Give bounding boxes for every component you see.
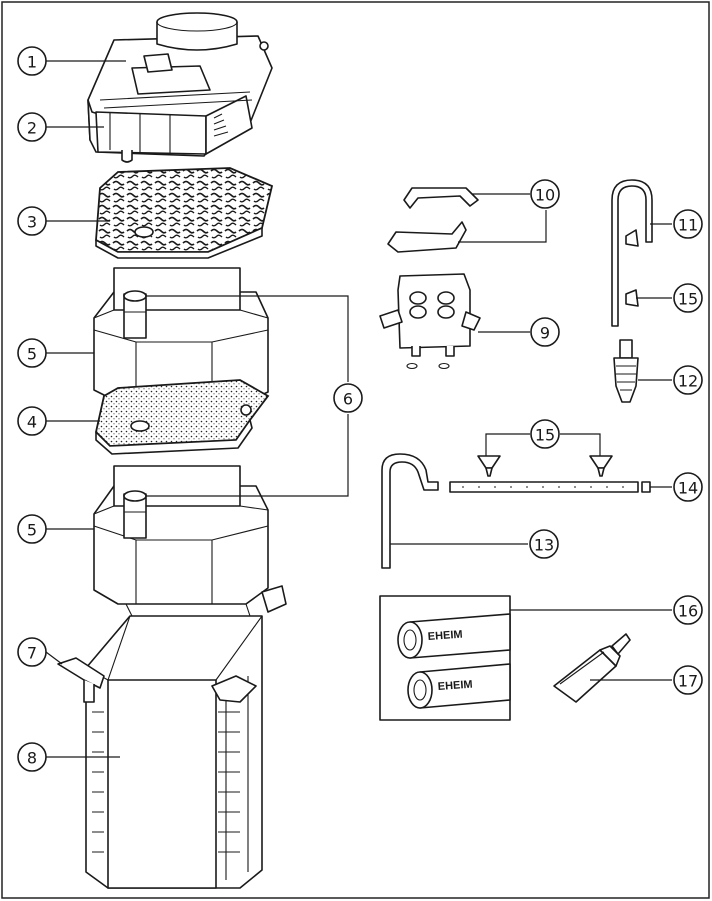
callout-4: 4 (17, 406, 47, 436)
intake-pipe-part (611, 179, 653, 327)
spray-bar-part (449, 455, 651, 493)
callout-3: 3 (17, 206, 47, 236)
callout-circle (673, 595, 703, 625)
callout-circle (17, 206, 47, 236)
media-basket-upper (93, 267, 269, 403)
callout-circle (17, 46, 47, 76)
pump-head-part (87, 12, 273, 163)
callout-number: 4 (27, 413, 37, 432)
callout-5: 5 (17, 338, 47, 368)
callout-number: 15 (678, 290, 698, 309)
callout-number: 9 (540, 324, 550, 343)
callout-circle (673, 209, 703, 239)
callout-circle (17, 742, 47, 772)
latch-clip-right (211, 585, 287, 703)
leader-lines (45, 60, 672, 758)
dotted-pad-part (95, 379, 270, 455)
callout-number: 10 (535, 186, 555, 205)
callout-1: 1 (17, 46, 47, 76)
callout-9: 9 (530, 317, 560, 347)
callout-circle (673, 283, 703, 313)
callout-13: 13 (529, 529, 559, 559)
foam-pad-part (95, 167, 274, 259)
valve-block-part (379, 273, 481, 370)
callout-circle (333, 383, 363, 413)
callout-circle (17, 637, 47, 667)
callout-5: 5 (17, 514, 47, 544)
callout-11: 11 (673, 209, 703, 239)
callout-2: 2 (17, 112, 47, 142)
callout-number: 11 (678, 216, 698, 235)
callout-number: 17 (678, 672, 698, 691)
canister-ribs-right (218, 711, 240, 853)
hose-lower: EHEIM (407, 663, 511, 709)
callout-circle (529, 529, 559, 559)
callout-circle (673, 665, 703, 695)
callout-circle (17, 112, 47, 142)
callout-16: 16 (673, 595, 703, 625)
hose-brand-label-lower: EHEIM (437, 679, 473, 693)
callout-number: 12 (678, 372, 698, 391)
callout-number: 6 (343, 390, 353, 409)
callout-12: 12 (673, 365, 703, 395)
callout-number: 1 (27, 53, 37, 72)
tube-part (553, 633, 631, 703)
callout-number: 7 (27, 644, 37, 663)
callout-circle (17, 406, 47, 436)
callout-10: 10 (530, 179, 560, 209)
callout-circle (530, 317, 560, 347)
callout-circle (673, 472, 703, 502)
callout-number: 14 (678, 479, 698, 498)
callout-number: 15 (535, 426, 555, 445)
callout-number: 3 (27, 213, 37, 232)
canister-ribs-left (92, 711, 104, 853)
callout-6: 6 (333, 383, 363, 413)
callout-17: 17 (673, 665, 703, 695)
callout-number: 8 (27, 749, 37, 768)
callout-number: 2 (27, 119, 37, 138)
callout-8: 8 (17, 742, 47, 772)
callout-circle (530, 179, 560, 209)
callout-number: 13 (534, 536, 554, 555)
outlet-pipe-part (381, 453, 439, 569)
callout-number: 5 (27, 521, 37, 540)
strainer-part (613, 339, 639, 403)
callout-7: 7 (17, 637, 47, 667)
callout-number: 16 (678, 602, 698, 621)
media-basket-lower (93, 465, 269, 605)
clip-bracket-part (387, 187, 479, 253)
latch-clip-left (57, 657, 105, 703)
callout-circle (673, 365, 703, 395)
hose-brand-label-upper: EHEIM (427, 629, 463, 643)
callout-circle (17, 514, 47, 544)
callout-15: 15 (673, 283, 703, 313)
callout-circle (17, 338, 47, 368)
callout-14: 14 (673, 472, 703, 502)
hose-upper: EHEIM (397, 613, 511, 659)
callout-number: 5 (27, 345, 37, 364)
callout-circle (530, 419, 560, 449)
canister-part (57, 585, 287, 889)
hose-box-part: EHEIM EHEIM (379, 595, 511, 721)
callout-15: 15 (530, 419, 560, 449)
